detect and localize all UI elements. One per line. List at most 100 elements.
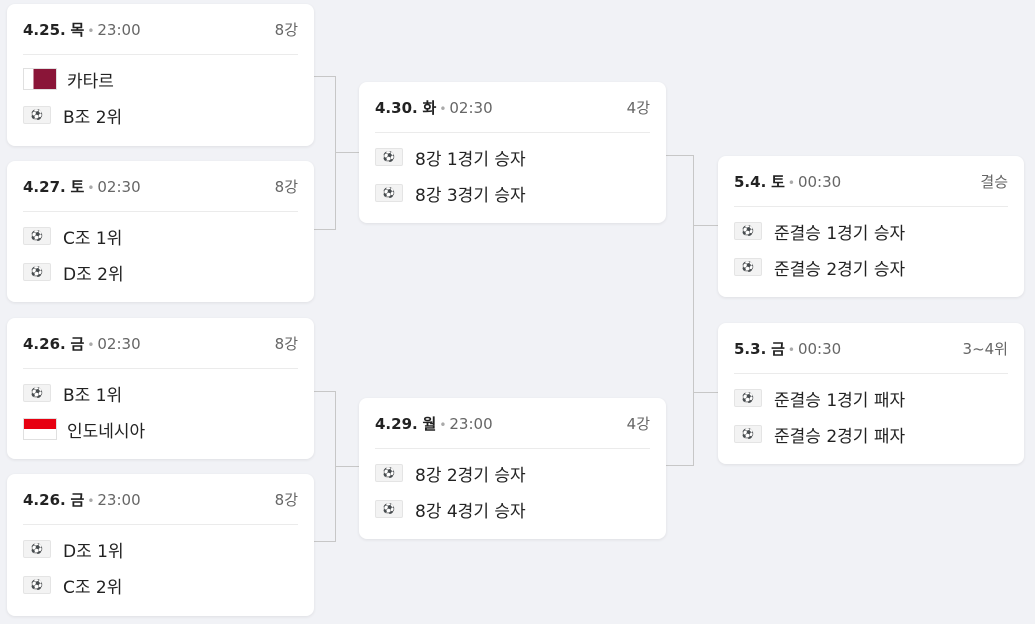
match-round: 결승	[980, 172, 1008, 191]
soccer-ball-icon: ⚽	[375, 184, 403, 202]
match-date: 5.3.	[734, 339, 767, 358]
match-time: 02:30	[97, 334, 141, 353]
separator-dot: •	[787, 342, 795, 357]
soccer-ball-icon: ⚽	[23, 106, 51, 124]
match-card[interactable]: 4.26. 금•23:00 8강 ⚽ D조 1위 ⚽ C조 2위	[7, 474, 314, 616]
team-name: B조 1위	[63, 385, 123, 406]
match-card[interactable]: 4.29. 월•23:00 4강 ⚽ 8강 2경기 승자 ⚽ 8강 4경기 승자	[359, 398, 666, 539]
match-card[interactable]: 5.4. 토•00:30 결승 ⚽준결승 1경기 승자 ⚽ 준결승 2경기 승자	[718, 156, 1024, 297]
separator-dot: •	[439, 417, 447, 432]
team-row[interactable]: ⚽D조 2위	[23, 254, 298, 290]
match-date: 5.4.	[734, 172, 767, 191]
match-header: 4.25. 목•23:00 8강	[23, 4, 298, 55]
separator-dot: •	[439, 101, 447, 116]
soccer-ball-icon: ⚽	[375, 500, 403, 518]
match-round: 8강	[274, 177, 298, 196]
match-day: 토	[70, 177, 85, 196]
team-row[interactable]: ⚽ 8강 2경기 승자	[375, 455, 650, 491]
soccer-ball-icon: ⚽	[23, 384, 51, 402]
match-day: 월	[422, 414, 437, 433]
soccer-ball-icon: ⚽	[375, 464, 403, 482]
match-header: 4.26. 금•23:00 8강	[23, 474, 298, 525]
match-day: 목	[70, 20, 85, 39]
match-card[interactable]: 4.30. 화•02:30 4강 ⚽8강 1경기 승자 ⚽8강 3경기 승자	[359, 82, 666, 223]
team-name: D조 2위	[63, 264, 124, 285]
match-header: 4.29. 월•23:00 4강	[375, 398, 650, 449]
match-date: 4.26.	[23, 334, 66, 353]
match-date: 4.27.	[23, 177, 66, 196]
team-row[interactable]: ⚽준결승 1경기 승자	[734, 213, 1008, 249]
team-name: 8강 4경기 승자	[415, 501, 526, 522]
separator-dot: •	[787, 175, 795, 190]
bracket-connector	[693, 225, 718, 226]
bracket-connector	[314, 541, 336, 542]
bracket-connector	[693, 392, 718, 393]
indonesia-flag-icon	[23, 418, 57, 440]
team-row[interactable]: ⚽ B조 1위	[23, 375, 298, 411]
match-round: 4강	[626, 98, 650, 117]
match-date: 4.25.	[23, 20, 66, 39]
team-row[interactable]: ⚽ 준결승 2경기 승자	[734, 249, 1008, 285]
match-time: 02:30	[97, 177, 141, 196]
team-name: 카타르	[67, 71, 114, 92]
separator-dot: •	[87, 337, 95, 352]
match-day: 화	[422, 98, 437, 117]
bracket-connector	[666, 465, 694, 466]
match-time: 00:30	[797, 339, 842, 358]
match-card[interactable]: 4.27. 토•02:30 8강 ⚽ C조 1위 ⚽D조 2위	[7, 161, 314, 302]
bracket-connector	[335, 76, 336, 230]
team-row[interactable]: ⚽ C조 1위	[23, 218, 298, 254]
team-row[interactable]: ⚽ D조 1위	[23, 531, 298, 567]
qatar-flag-icon	[23, 68, 57, 90]
team-name: C조 2위	[63, 577, 123, 598]
match-day: 토	[771, 172, 785, 191]
team-row[interactable]: 인도네시아	[23, 411, 298, 447]
match-time: 02:30	[449, 98, 493, 117]
team-row[interactable]: ⚽8강 1경기 승자	[375, 139, 650, 175]
match-time: 23:00	[97, 490, 141, 509]
team-name: 준결승 2경기 승자	[774, 259, 906, 280]
soccer-ball-icon: ⚽	[23, 227, 51, 245]
match-header: 4.27. 토•02:30 8강	[23, 161, 298, 212]
match-round: 8강	[274, 334, 298, 353]
match-header: 5.4. 토•00:30 결승	[734, 156, 1008, 207]
soccer-ball-icon: ⚽	[23, 540, 51, 558]
soccer-ball-icon: ⚽	[734, 389, 762, 407]
team-name: 8강 2경기 승자	[415, 465, 526, 486]
team-name: 8강 1경기 승자	[415, 149, 526, 170]
match-card[interactable]: 5.3. 금•00:30 3~4위 ⚽ 준결승 1경기 패자 ⚽준결승 2경기 패…	[718, 323, 1024, 464]
team-name: D조 1위	[63, 541, 124, 562]
team-name: C조 1위	[63, 228, 123, 249]
match-day: 금	[70, 490, 85, 509]
team-row[interactable]: ⚽ 8강 3경기 승자	[375, 175, 650, 211]
match-card[interactable]: 4.25. 목•23:00 8강 카타르 ⚽ B조 2위	[7, 4, 314, 146]
soccer-ball-icon: ⚽	[734, 258, 762, 276]
bracket-connector	[666, 155, 694, 156]
match-round: 8강	[274, 20, 298, 39]
soccer-ball-icon: ⚽	[23, 576, 51, 594]
team-row[interactable]: ⚽ C조 2위	[23, 567, 298, 603]
team-name: 인도네시아	[67, 421, 146, 442]
match-time: 23:00	[449, 414, 493, 433]
match-header: 5.3. 금•00:30 3~4위	[734, 323, 1008, 374]
team-name: 준결승 1경기 승자	[774, 223, 906, 244]
match-round: 4강	[626, 414, 650, 433]
bracket-connector	[314, 76, 336, 77]
team-row[interactable]: 카타르	[23, 61, 298, 97]
team-row[interactable]: ⚽ 8강 4경기 승자	[375, 491, 650, 527]
team-row[interactable]: ⚽ B조 2위	[23, 97, 298, 133]
team-name: 준결승 2경기 패자	[774, 426, 906, 447]
team-name: 8강 3경기 승자	[415, 185, 526, 206]
match-header: 4.26. 금•02:30 8강	[23, 318, 298, 369]
match-date: 4.29.	[375, 414, 418, 433]
separator-dot: •	[87, 180, 95, 195]
bracket-connector	[314, 229, 336, 230]
match-card[interactable]: 4.26. 금•02:30 8강 ⚽ B조 1위 인도네시아	[7, 318, 314, 459]
separator-dot: •	[87, 493, 95, 508]
team-row[interactable]: ⚽ 준결승 1경기 패자	[734, 380, 1008, 416]
bracket-connector	[335, 466, 359, 467]
team-row[interactable]: ⚽준결승 2경기 패자	[734, 416, 1008, 452]
match-date: 4.26.	[23, 490, 66, 509]
team-name: 준결승 1경기 패자	[774, 390, 906, 411]
team-name: B조 2위	[63, 107, 123, 128]
